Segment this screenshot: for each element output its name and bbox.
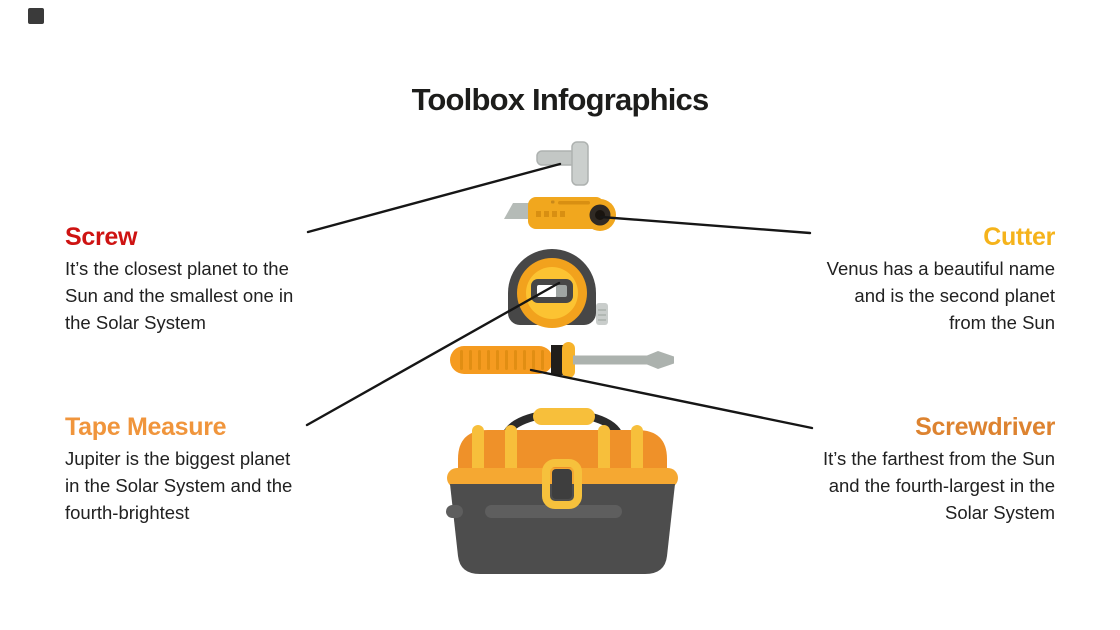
section-cutter: Cutter Venus has a beautiful name and is…: [813, 222, 1056, 336]
accent-square: [28, 8, 44, 24]
screw-head: [571, 141, 589, 186]
screwdriver-description: It’s the farthest from the Sun and the f…: [822, 448, 1055, 523]
screwdriver-tip: [647, 351, 674, 369]
screwdriver-handle: [450, 346, 553, 374]
screwdriver-shaft: [573, 355, 651, 365]
section-screw: Screw It’s the closest planet to the Sun…: [65, 222, 317, 336]
tape-measure-heading: Tape Measure: [65, 413, 227, 441]
screwdriver-icon: [448, 340, 676, 380]
screw-heading: Screw: [65, 223, 138, 251]
connector-line-cutter: [599, 215, 812, 235]
cutter-slot: [558, 201, 590, 205]
cutter-icon: [500, 189, 620, 241]
toolbox-buckle: [542, 459, 582, 509]
section-screwdriver: Screwdriver It’s the farthest from the S…: [820, 412, 1055, 526]
tape-measure-description: Jupiter is the biggest planet in the Sol…: [65, 448, 293, 523]
screw-icon: [536, 141, 592, 187]
toolbox-body-stripe: [485, 505, 622, 518]
cutter-blade: [504, 203, 531, 219]
cutter-heading: Cutter: [983, 223, 1055, 251]
tape-measure-icon: [506, 247, 612, 329]
section-tape-measure: Tape Measure Jupiter is the biggest plan…: [65, 412, 295, 526]
screwdriver-heading: Screwdriver: [915, 413, 1055, 441]
screw-description: It’s the closest planet to the Sun and t…: [65, 258, 294, 333]
page-title: Toolbox Infographics: [411, 81, 710, 117]
toolbox-handle-grip: [533, 408, 595, 425]
tape-window: [537, 285, 557, 297]
toolbox-straps: [472, 425, 643, 477]
cutter-description: Venus has a beautiful name and is the se…: [826, 258, 1055, 333]
tape-exit-tab: [596, 303, 608, 325]
toolbox-icon: [430, 405, 695, 580]
